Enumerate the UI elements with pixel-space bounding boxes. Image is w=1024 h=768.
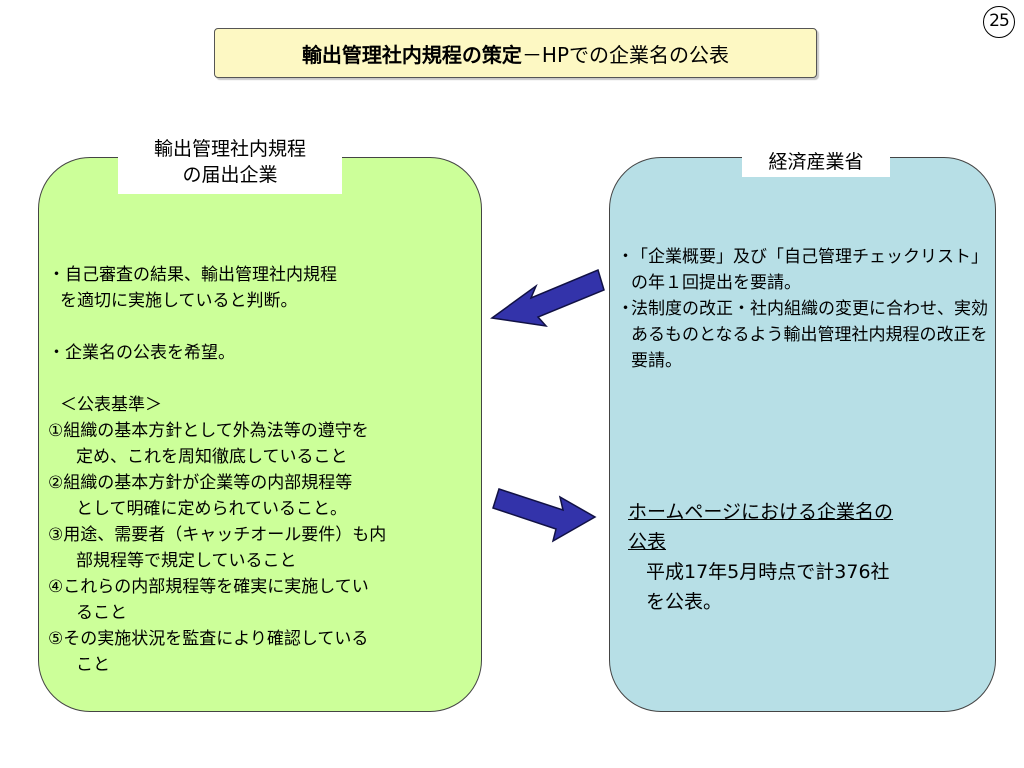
meti-request-1: ・ 「企業概要」及び「自己管理チェックリスト」の年１回提出を要請。 [617, 244, 991, 296]
title-rest-part: －HPでの企業名の公表 [521, 42, 730, 67]
criterion-5-line2: こと [76, 655, 110, 675]
homepage-publication-block: ホームページにおける企業名の 公表 平成17年5月時点で計376社 を公表。 [628, 497, 988, 617]
bullet1-line1: ・自己審査の結果、輸出管理社内規程 [48, 265, 337, 285]
left-panel-label: 輸出管理社内規程 の届出企業 [118, 134, 342, 194]
bullet-marker: ・ [617, 299, 634, 319]
bullet-marker: ・ [617, 247, 634, 267]
bullet2: ・企業名の公表を希望。 [48, 343, 235, 363]
arrow-left-icon [490, 268, 605, 328]
meti-request-2: ・ 法制度の改正・社内組織の変更に合わせ、実効あるものとなるよう輸出管理社内規程… [617, 296, 991, 374]
criterion-2-line1: ②組織の基本方針が企業等の内部規程等 [48, 473, 353, 493]
publication-stat-line1: 平成17年5月時点で計376社 [646, 561, 890, 583]
criteria-list: ①組織の基本方針として外為法等の遵守を 定め、これを周知徹底していること ②組織… [48, 418, 478, 678]
bullet1-line2: を適切に実施していると判断。 [60, 291, 298, 311]
publication-stat-line2: を公表。 [646, 591, 723, 613]
criterion-1-line1: ①組織の基本方針として外為法等の遵守を [48, 421, 369, 441]
criterion-4-line1: ④これらの内部規程等を確実に実施してい [48, 577, 369, 597]
criteria-heading: ＜公表基準＞ [60, 395, 162, 415]
left-label-line2: の届出企業 [182, 164, 278, 186]
right-panel-label: 経済産業省 [742, 147, 890, 177]
criterion-3-line2: 部規程等で規定していること [76, 551, 297, 571]
criterion-4-line2: ること [76, 603, 127, 623]
right-panel-bullets: ・ 「企業概要」及び「自己管理チェックリスト」の年１回提出を要請。 ・ 法制度の… [617, 244, 991, 374]
meti-request-2-text: 法制度の改正・社内組織の変更に合わせ、実効あるものとなるよう輸出管理社内規程の改… [631, 299, 988, 371]
left-panel-companies [38, 157, 482, 712]
title-bold-part: 輸出管理社内規程の策定 [301, 42, 522, 67]
criterion-3-line1: ③用途、需要者（キャッチオール要件）も内 [48, 525, 387, 545]
homepage-heading-line1: ホームページにおける企業名の [628, 501, 894, 523]
meti-request-1-text: 「企業概要」及び「自己管理チェックリスト」の年１回提出を要請。 [631, 247, 988, 293]
slide-title: 輸出管理社内規程の策定－HPでの企業名の公表 [214, 28, 817, 78]
arrow-right-icon [492, 488, 597, 543]
criterion-5-line1: ⑤その実施状況を監査により確認している [48, 629, 369, 649]
page-number: 25 [983, 6, 1015, 38]
left-label-line1: 輸出管理社内規程 [153, 138, 306, 160]
criterion-2-line2: として明確に定められていること。 [76, 499, 347, 519]
criterion-1-line2: 定め、これを周知徹底していること [76, 447, 348, 467]
homepage-heading-line2: 公表 [628, 531, 667, 553]
left-panel-text: ・自己審査の結果、輸出管理社内規程 を適切に実施していると判断。 ・企業名の公表… [48, 262, 478, 678]
